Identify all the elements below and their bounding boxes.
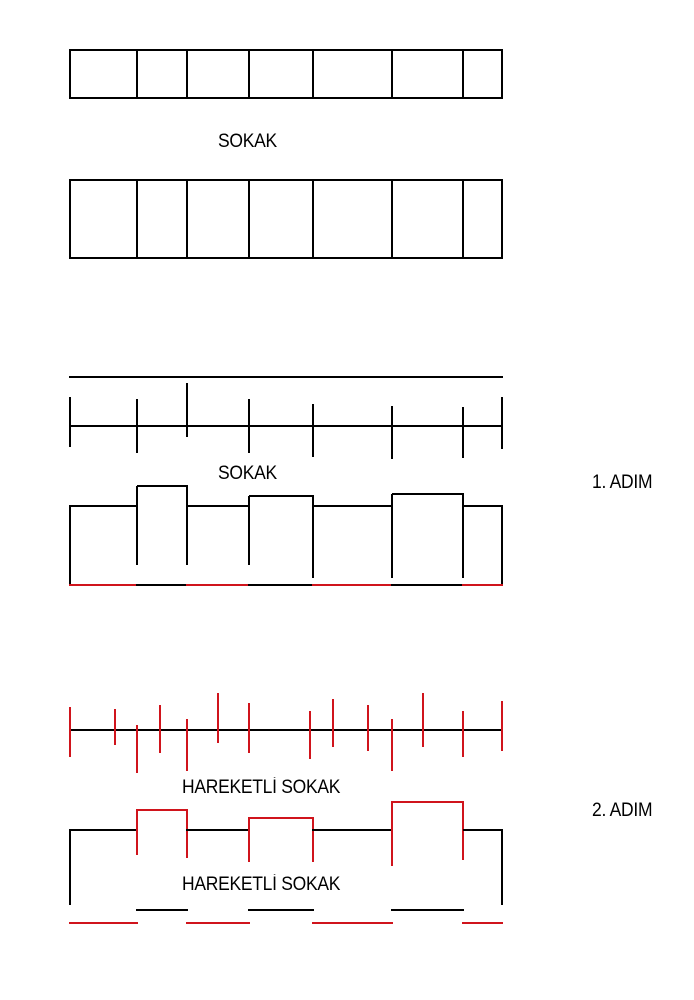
label-step-1: 1. ADIM (592, 472, 653, 493)
facade-profile (313, 505, 393, 578)
label-moving-street-upper: HAREKETLİ SOKAK (182, 777, 341, 798)
projected-mass-outline (248, 817, 314, 862)
label-moving-street-lower: HAREKETLİ SOKAK (182, 874, 341, 895)
projected-mass-outline (136, 809, 188, 858)
facade-profile (187, 505, 250, 565)
facade-profile (392, 493, 464, 578)
building-row-2 (69, 179, 503, 259)
facade-profile (249, 495, 314, 578)
facade-profile (463, 505, 503, 584)
building-row-1 (69, 49, 503, 99)
projected-mass-outline (391, 801, 464, 866)
label-street-step1: SOKAK (218, 463, 277, 484)
moving-facade-profile (463, 829, 503, 905)
facade-profile (69, 505, 138, 584)
label-step-2: 2. ADIM (592, 800, 653, 821)
moving-facade-profile (69, 829, 137, 905)
label-street-top: SOKAK (218, 131, 277, 152)
facade-profile (137, 485, 188, 565)
